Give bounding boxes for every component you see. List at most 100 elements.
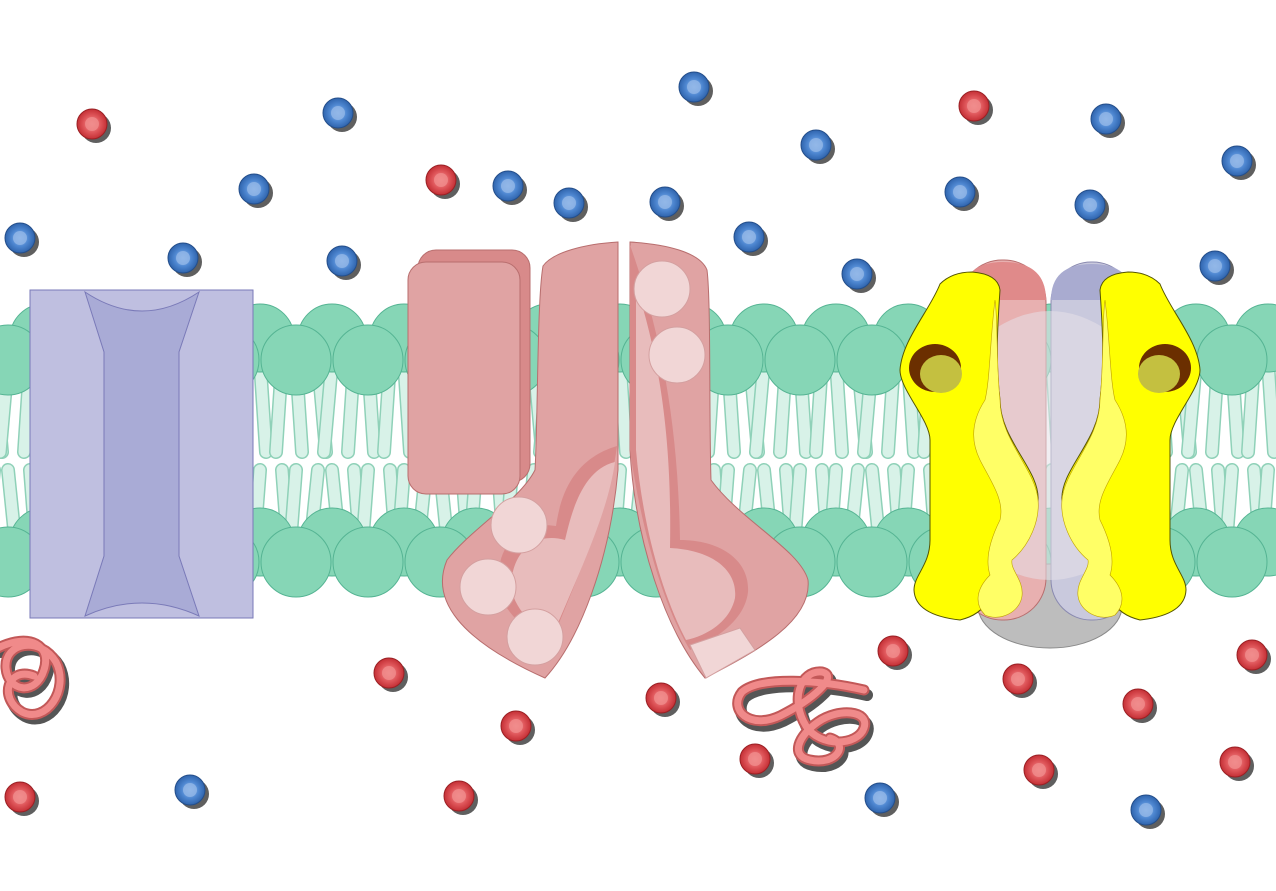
blue-ion bbox=[238, 173, 273, 208]
ion-highlight bbox=[809, 138, 823, 152]
receptor-arm-left-highlight bbox=[973, 299, 1039, 618]
lipid-head-top bbox=[836, 324, 908, 396]
blue-ion bbox=[326, 245, 361, 280]
lipid-tail bbox=[830, 356, 848, 458]
protein-coil-right bbox=[732, 666, 874, 772]
ion-highlight bbox=[742, 230, 756, 244]
red-ion bbox=[500, 710, 535, 745]
lipid-tail bbox=[254, 356, 272, 458]
ion-highlight bbox=[331, 106, 345, 120]
ion-highlight bbox=[1230, 154, 1244, 168]
ion-highlight bbox=[501, 179, 515, 193]
receptor-ligand-left bbox=[920, 355, 962, 393]
ion-highlight bbox=[434, 173, 448, 187]
red-ion bbox=[1023, 754, 1058, 789]
ion-highlight bbox=[654, 691, 668, 705]
ion-highlight bbox=[562, 196, 576, 210]
blue-ion bbox=[4, 222, 39, 257]
ion-highlight bbox=[452, 789, 466, 803]
ion-highlight bbox=[1131, 697, 1145, 711]
channel-bead bbox=[506, 608, 564, 666]
ion-highlight bbox=[850, 267, 864, 281]
channel-bead bbox=[648, 326, 706, 384]
ion-highlight bbox=[886, 644, 900, 658]
ion-highlight bbox=[748, 752, 762, 766]
ion-highlight bbox=[335, 254, 349, 268]
ion-highlight bbox=[176, 251, 190, 265]
blue-ion bbox=[1199, 250, 1234, 285]
ion-highlight bbox=[687, 80, 701, 94]
ions bbox=[4, 71, 1271, 829]
receptor-arm-right-highlight bbox=[1061, 299, 1127, 618]
blue-ion bbox=[864, 782, 899, 817]
red-ion bbox=[443, 780, 478, 815]
blue-ion bbox=[944, 176, 979, 211]
ion-highlight bbox=[85, 117, 99, 131]
gate-block bbox=[407, 261, 521, 495]
lipid-head-top bbox=[1196, 324, 1268, 396]
ion-highlight bbox=[967, 99, 981, 113]
lipid-tail bbox=[614, 356, 632, 458]
ion-highlight bbox=[1099, 112, 1113, 126]
ion-highlight bbox=[953, 185, 967, 199]
channel-bead bbox=[633, 260, 691, 318]
blue-ion bbox=[800, 129, 835, 164]
ion-highlight bbox=[13, 790, 27, 804]
ion-highlight bbox=[509, 719, 523, 733]
red-ion bbox=[958, 90, 993, 125]
ion-highlight bbox=[13, 231, 27, 245]
blue-ion bbox=[1130, 794, 1165, 829]
lipid-head-bottom bbox=[260, 526, 332, 598]
blue-ion bbox=[649, 186, 684, 221]
ion-highlight bbox=[1139, 803, 1153, 817]
ion-highlight bbox=[1011, 672, 1025, 686]
red-ion bbox=[76, 108, 111, 143]
red-ion bbox=[4, 781, 39, 816]
blue-ion bbox=[1090, 103, 1125, 138]
red-ion bbox=[877, 635, 912, 670]
blue-ion bbox=[841, 258, 876, 293]
lipid-head-top bbox=[332, 324, 404, 396]
lipid-tail bbox=[318, 356, 338, 458]
channel-left-inner bbox=[511, 462, 615, 631]
red-ion bbox=[645, 682, 680, 717]
blue-ion bbox=[1074, 189, 1109, 224]
channel-protein bbox=[29, 289, 254, 619]
ion-highlight bbox=[183, 783, 197, 797]
channel-right-inner bbox=[636, 285, 736, 640]
channel-pore bbox=[84, 290, 200, 617]
blue-ion bbox=[492, 170, 527, 205]
red-ion bbox=[425, 164, 460, 199]
lipid-head-bottom bbox=[836, 526, 908, 598]
red-ion bbox=[1002, 663, 1037, 698]
blue-ion bbox=[733, 221, 768, 256]
lipid-head-top bbox=[260, 324, 332, 396]
blue-ion bbox=[1221, 145, 1256, 180]
receptor-complex bbox=[899, 259, 1201, 649]
channel-bead bbox=[490, 496, 548, 554]
channel-bead bbox=[459, 558, 517, 616]
ion-highlight bbox=[1245, 648, 1259, 662]
blue-ion bbox=[167, 242, 202, 277]
lipid-tail bbox=[750, 356, 770, 458]
lipid-tail bbox=[1262, 356, 1276, 458]
gated-channel-protein bbox=[407, 241, 809, 679]
ion-highlight bbox=[1083, 198, 1097, 212]
lipid-head-top bbox=[764, 324, 836, 396]
blue-ion bbox=[322, 97, 357, 132]
blue-ion bbox=[553, 187, 588, 222]
red-ion bbox=[739, 743, 774, 778]
receptor-ligand-right bbox=[1138, 355, 1180, 393]
red-ion bbox=[1122, 688, 1157, 723]
ion-highlight bbox=[1228, 755, 1242, 769]
ion-highlight bbox=[873, 791, 887, 805]
blue-ion bbox=[174, 774, 209, 809]
lipid-head-bottom bbox=[332, 526, 404, 598]
ion-highlight bbox=[247, 182, 261, 196]
protein-coil-left bbox=[0, 635, 70, 725]
red-ion bbox=[1236, 639, 1271, 674]
channel-flap bbox=[689, 627, 756, 679]
ion-highlight bbox=[1208, 259, 1222, 273]
